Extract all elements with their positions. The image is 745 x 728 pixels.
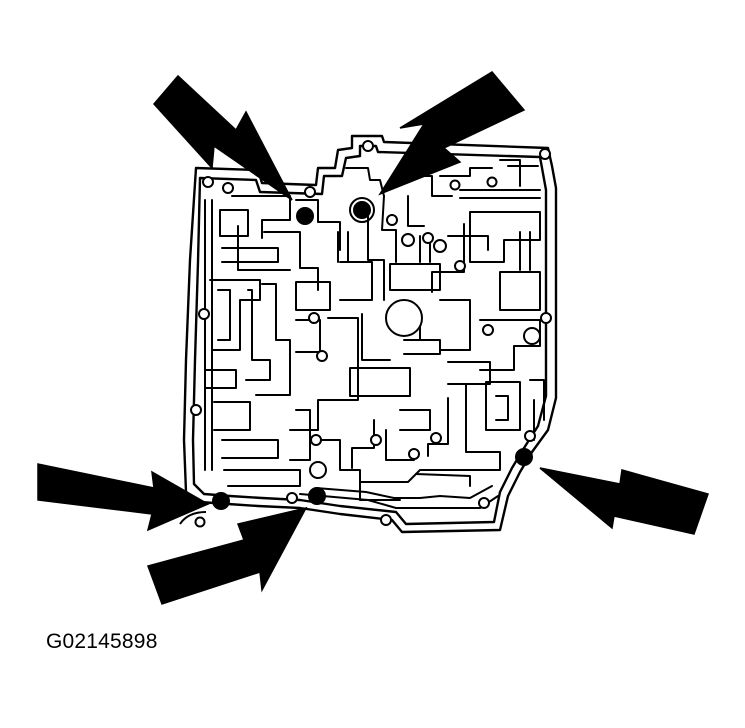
bottom-left-arc bbox=[179, 511, 207, 525]
arrow-top-right bbox=[378, 71, 526, 196]
figure-id-label: G02145898 bbox=[46, 630, 158, 653]
check-ball-3 bbox=[212, 492, 230, 510]
port-holes bbox=[190, 140, 552, 528]
arrow-top-left bbox=[153, 74, 293, 201]
check-ball-1 bbox=[296, 207, 314, 225]
check-ball-5 bbox=[515, 448, 533, 466]
check-ball-4 bbox=[308, 487, 326, 505]
callout-arrows bbox=[37, 71, 709, 605]
arrow-right bbox=[539, 467, 709, 535]
check-ball-markers bbox=[212, 201, 533, 510]
arrow-left bbox=[37, 463, 210, 532]
check-ball-2 bbox=[353, 201, 371, 219]
arrow-bottom-left bbox=[147, 506, 308, 605]
fluid-channels bbox=[204, 159, 545, 509]
